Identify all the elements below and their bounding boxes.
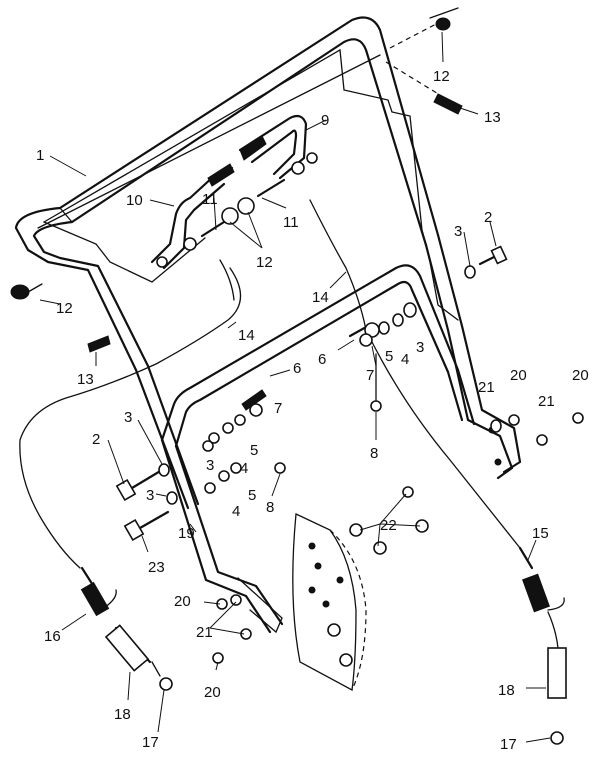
callout-23: 23 <box>148 559 165 576</box>
callout-20: 20 <box>204 684 221 701</box>
callout-13: 13 <box>484 109 501 126</box>
callout-15: 15 <box>532 525 549 542</box>
callout-10: 10 <box>126 192 143 209</box>
callout-17: 17 <box>500 736 517 753</box>
callout-12: 12 <box>256 254 273 271</box>
callout-11: 11 <box>202 191 218 208</box>
callout-8: 8 <box>370 445 378 462</box>
callout-20: 20 <box>510 367 527 384</box>
callout-labels: 1 12 13 9 10 11 11 12 12 13 14 14 3 2 6 … <box>36 68 589 753</box>
cables <box>19 199 521 569</box>
callout-14: 14 <box>238 327 255 344</box>
callout-14: 14 <box>312 289 329 306</box>
callout-4: 4 <box>401 351 409 368</box>
callout-5: 5 <box>248 487 256 504</box>
hardware <box>10 17 584 664</box>
callout-18: 18 <box>498 682 515 699</box>
callout-7: 7 <box>366 367 374 384</box>
lever-pins <box>200 178 286 238</box>
callout-12: 12 <box>56 300 73 317</box>
callout-1: 1 <box>36 147 44 164</box>
callout-18: 18 <box>114 706 131 723</box>
callout-2: 2 <box>92 431 100 448</box>
upper-handle <box>14 7 459 510</box>
callout-4: 4 <box>240 460 248 477</box>
lever-10 <box>150 163 235 270</box>
callout-5: 5 <box>250 442 258 459</box>
callout-21: 21 <box>196 624 213 641</box>
callout-3: 3 <box>206 457 214 474</box>
callout-12: 12 <box>433 68 450 85</box>
callout-3: 3 <box>416 339 424 356</box>
callout-9: 9 <box>321 112 329 129</box>
callout-22: 22 <box>380 517 397 534</box>
callout-3: 3 <box>146 487 154 504</box>
lever-9 <box>238 114 318 180</box>
left-spring-assembly <box>80 566 173 691</box>
callout-16: 16 <box>44 628 61 645</box>
callout-7: 7 <box>274 400 282 417</box>
callout-3: 3 <box>454 223 462 240</box>
callout-3: 3 <box>124 409 132 426</box>
callout-21: 21 <box>538 393 555 410</box>
callout-6: 6 <box>293 360 301 377</box>
callout-17: 17 <box>142 734 159 751</box>
callout-20: 20 <box>174 593 191 610</box>
callout-5: 5 <box>385 348 393 365</box>
callout-21: 21 <box>478 379 495 396</box>
right-spring-assembly <box>518 546 567 745</box>
callout-11: 11 <box>283 214 299 231</box>
mounting-plate <box>292 513 367 692</box>
callout-13: 13 <box>77 371 94 388</box>
callout-19: 19 <box>178 525 195 542</box>
callout-4: 4 <box>232 503 240 520</box>
callout-20: 20 <box>572 367 589 384</box>
callout-8: 8 <box>266 499 274 516</box>
lower-handle <box>160 264 476 634</box>
callout-6: 6 <box>318 351 326 368</box>
leader-lines <box>39 31 551 743</box>
callout-2: 2 <box>484 209 492 226</box>
